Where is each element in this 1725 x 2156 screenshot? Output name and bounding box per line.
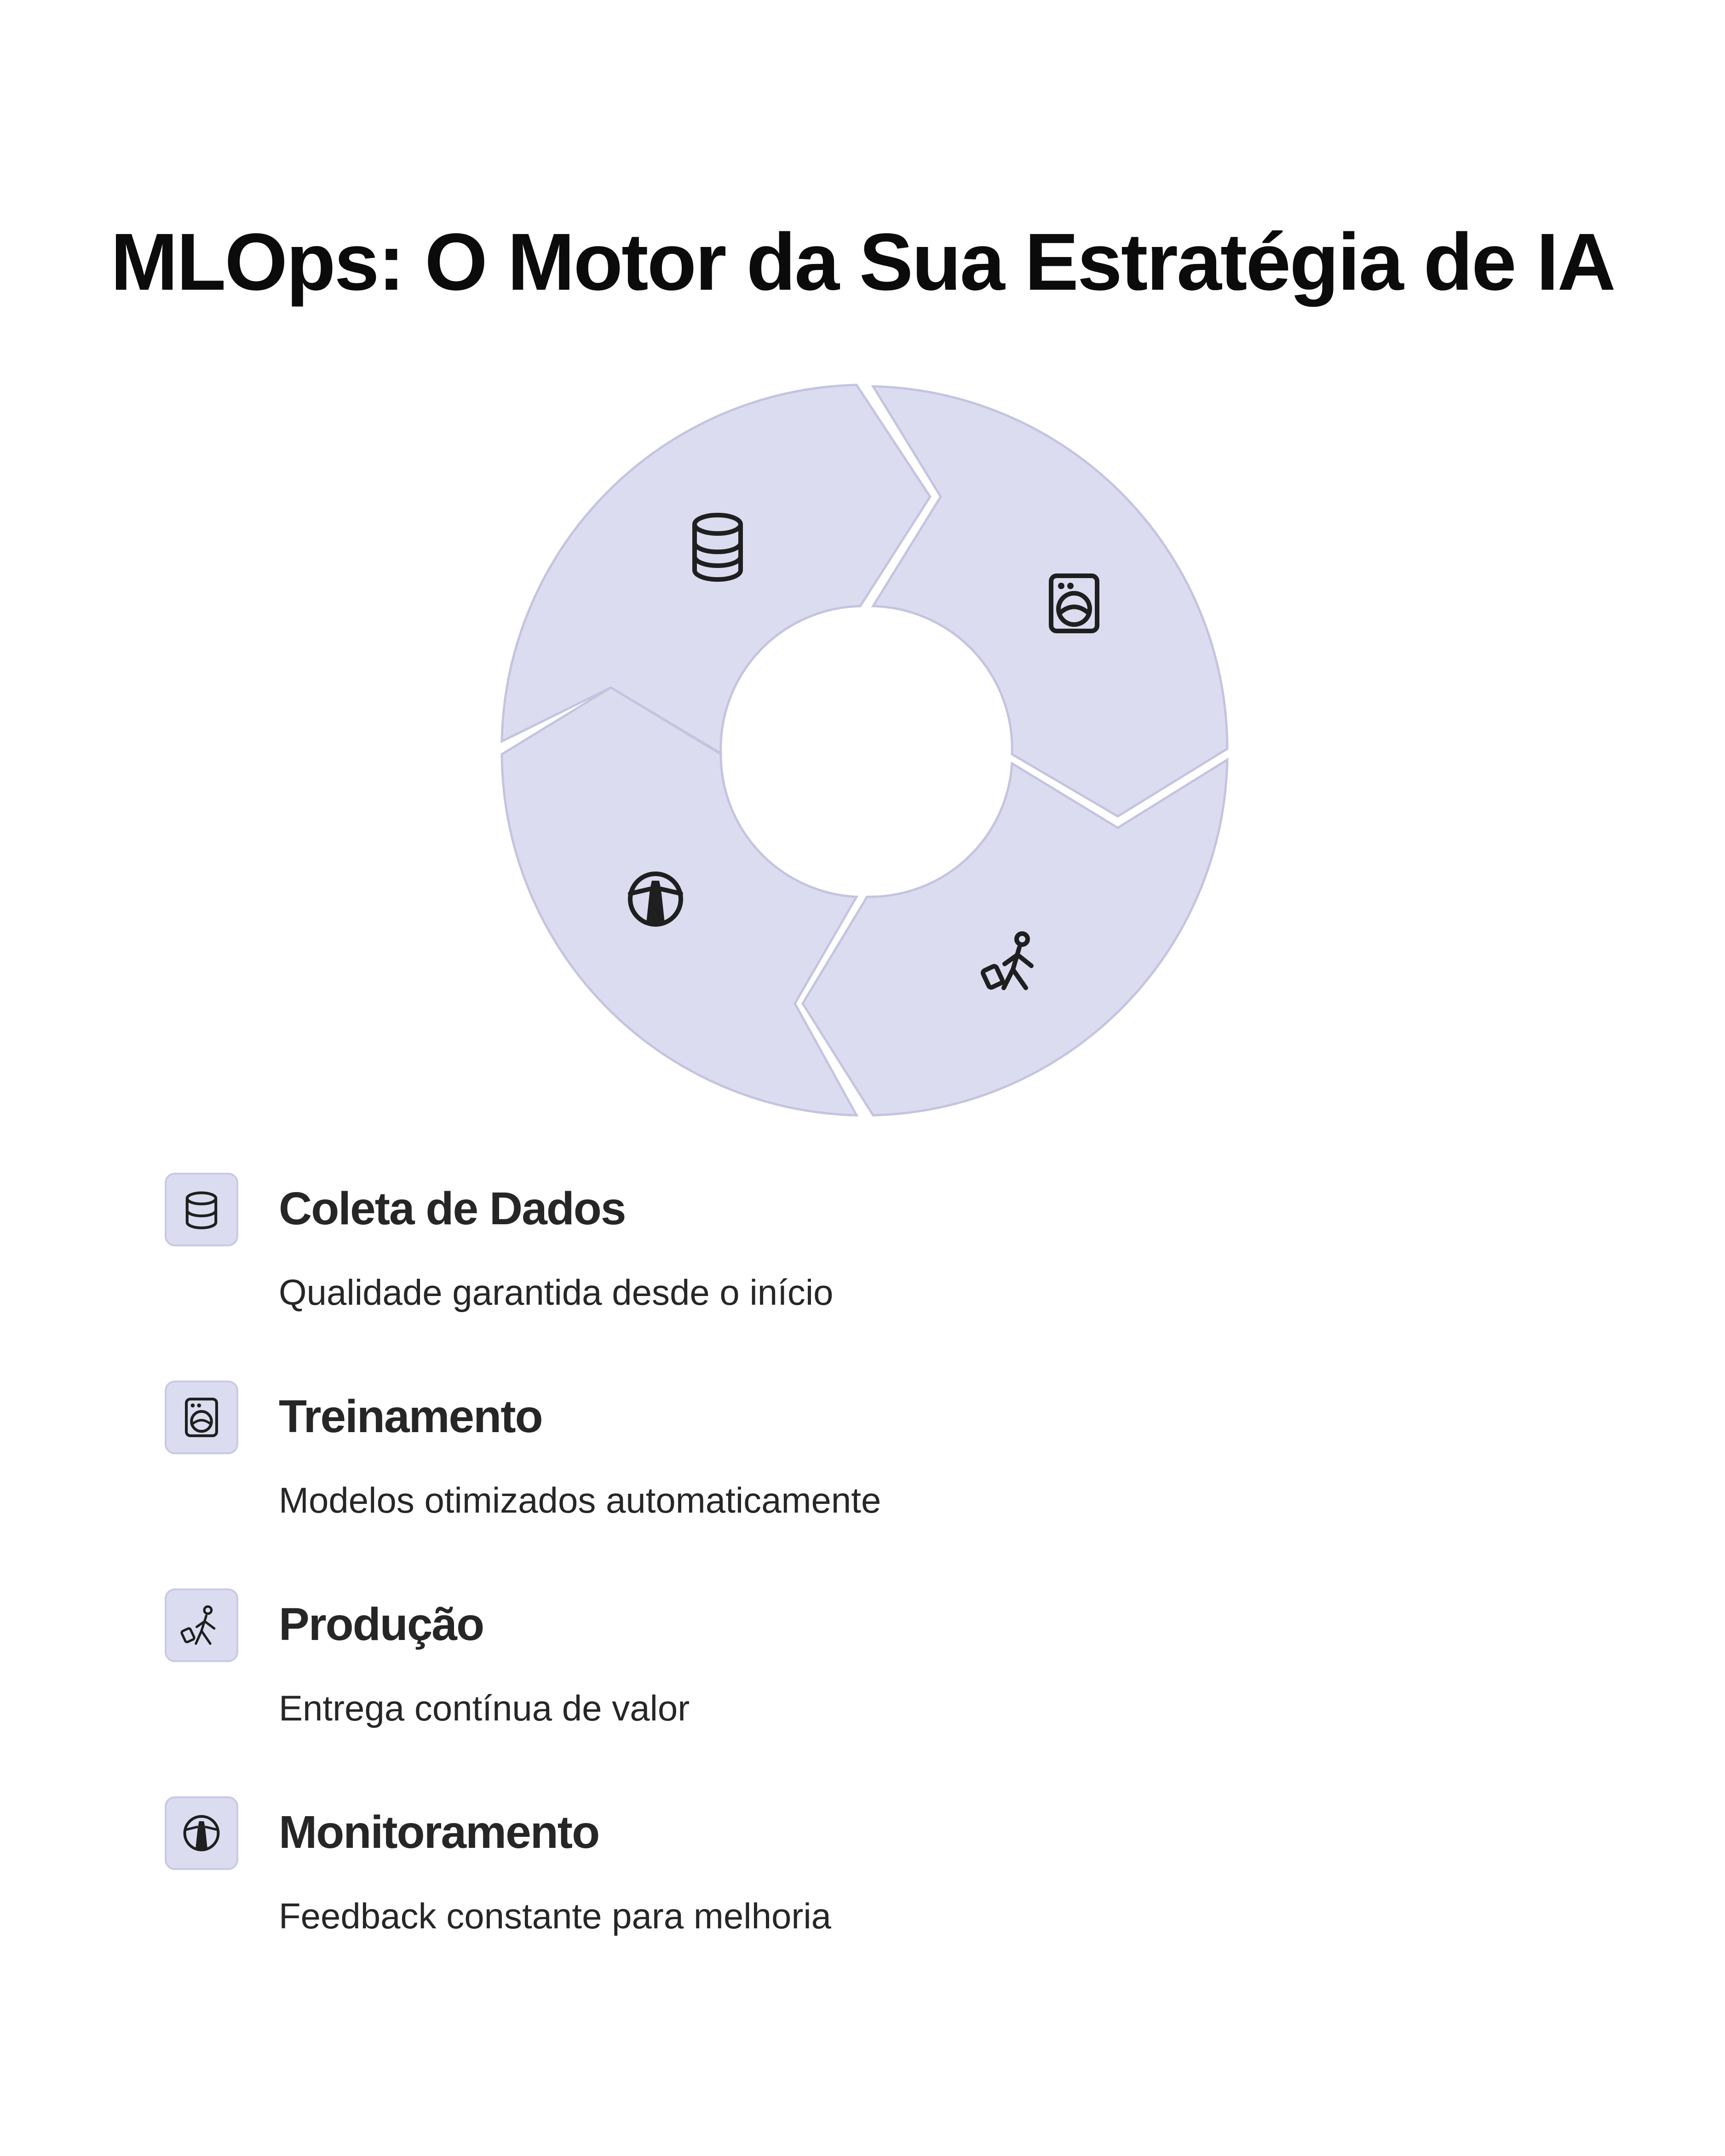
lighthouse-icon [628, 872, 683, 927]
legend-title: Produção [279, 1599, 484, 1650]
legend-description: Modelos otimizados automaticamente [279, 1480, 881, 1520]
washing-machine-icon [185, 1398, 218, 1437]
legend-description: Feedback constante para melhoria [279, 1896, 832, 1936]
cycle-segment-monitoramento [500, 686, 859, 1117]
traveler-with-luggage-icon [981, 931, 1034, 990]
legend-title: Coleta de Dados [279, 1183, 626, 1234]
legend-item-coleta-de-dados: Coleta de Dados Qualidade garantida desd… [165, 1173, 1591, 1357]
database-icon [692, 513, 743, 582]
legend-icon-box [165, 1796, 238, 1870]
legend-description: Entrega contínua de valor [279, 1688, 690, 1728]
cycle-segment-treinamento [871, 385, 1229, 818]
page-title: MLOps: O Motor da Sua Estratégia de IA [110, 217, 1616, 307]
legend-item-monitoramento: Monitoramento Feedback constante para me… [165, 1796, 1591, 1980]
legend-icon-box [165, 1381, 238, 1454]
legend-title: Treinamento [279, 1391, 543, 1442]
cycle-segment-producao [801, 757, 1229, 1117]
legend-icon-box [165, 1588, 238, 1662]
traveler-with-luggage-icon [180, 1605, 216, 1645]
lighthouse-icon [183, 1815, 220, 1852]
washing-machine-icon [1049, 573, 1099, 633]
legend-title: Monitoramento [279, 1806, 600, 1858]
cycle-segment-coleta-de-dados [500, 384, 932, 756]
legend-item-treinamento: Treinamento Modelos otimizados automatic… [165, 1381, 1591, 1565]
legend-item-producao: Produção Entrega contínua de valor [165, 1588, 1591, 1772]
legend-icon-box [165, 1173, 238, 1246]
database-icon [185, 1191, 218, 1229]
legend-description: Qualidade garantida desde o início [279, 1272, 834, 1313]
